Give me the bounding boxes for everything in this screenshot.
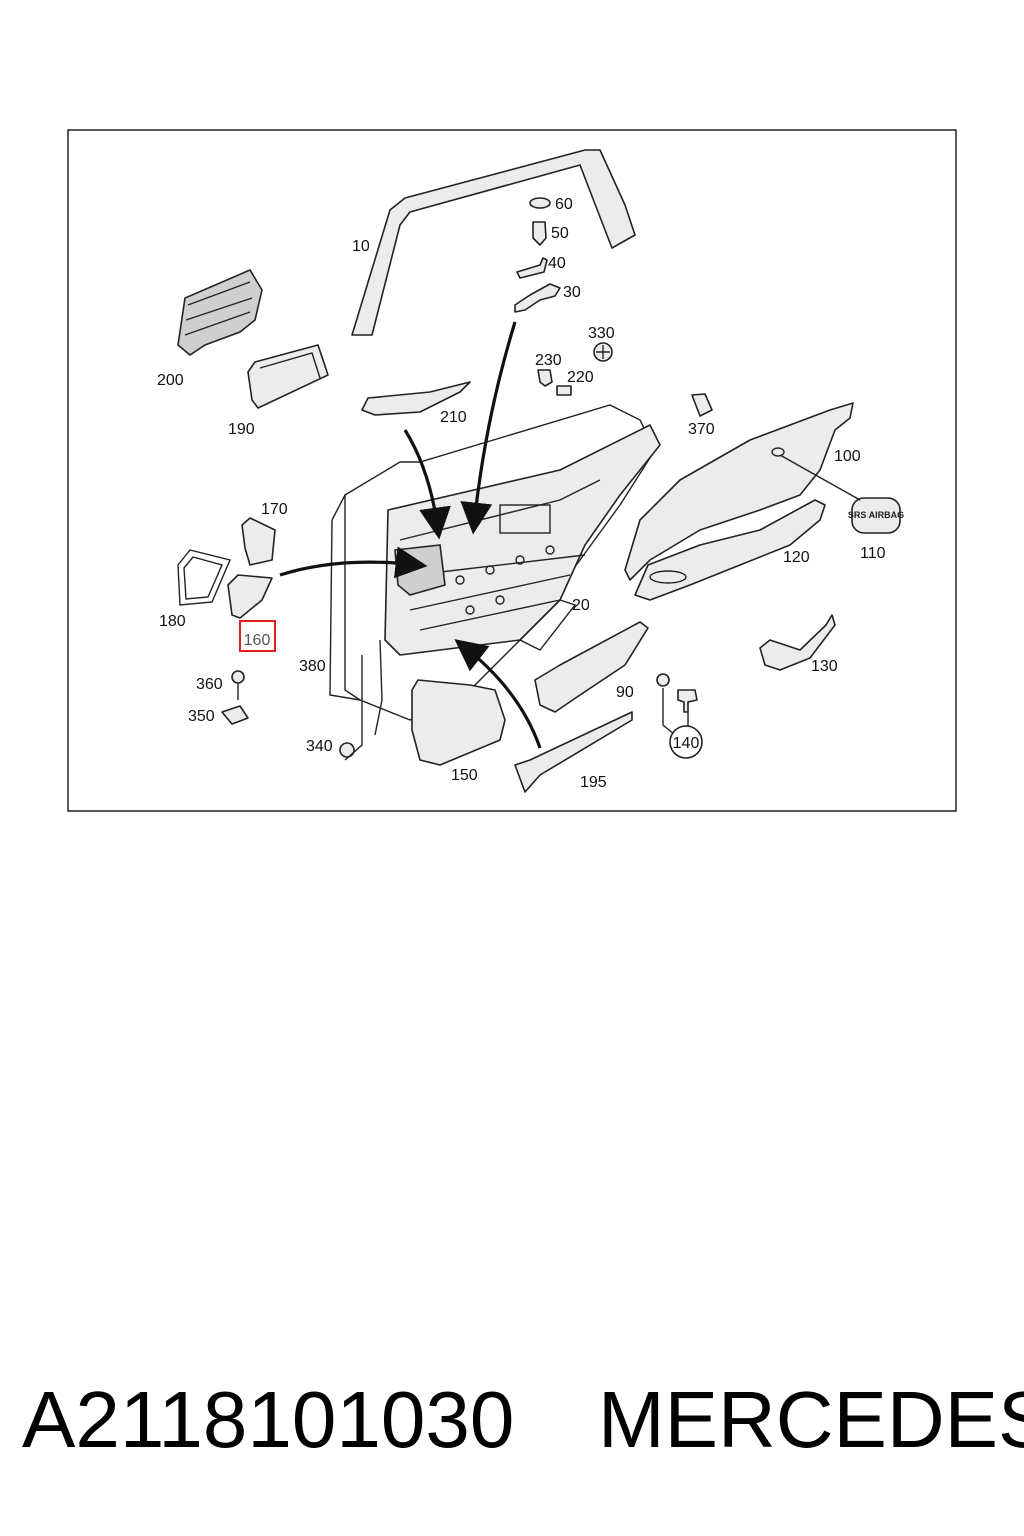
label-90: 90: [616, 684, 634, 701]
part-190-pocket-insert: [247, 344, 329, 409]
label-330: 330: [588, 325, 615, 342]
label-30: 30: [563, 284, 581, 301]
label-210: 210: [440, 409, 467, 426]
label-150: 150: [451, 767, 478, 784]
part-90-door-pocket: [534, 621, 649, 713]
part-340-rivet: [339, 742, 355, 758]
part-50-pin: [532, 221, 547, 246]
part-number: A2118101030: [22, 1375, 515, 1464]
part-220-clip: [556, 385, 572, 396]
label-100: 100: [834, 448, 861, 465]
label-20: 20: [572, 597, 590, 614]
part-160-cover: [227, 574, 273, 619]
label-360: 360: [196, 676, 223, 693]
part-200-switch-module: [177, 268, 263, 356]
door-carrier-panel: [329, 404, 656, 721]
part-100-upper-trim: [624, 402, 854, 581]
footer: A2118101030 MERCEDES: [0, 1370, 1024, 1480]
highlight-box-160: [239, 620, 276, 652]
label-200: 200: [157, 372, 184, 389]
label-140: 140: [673, 735, 700, 752]
part-380-cable: [344, 639, 383, 761]
part-30-door-handle: [514, 283, 561, 313]
label-180: 180: [159, 613, 186, 630]
part-180-seal: [177, 549, 231, 606]
label-40: 40: [548, 255, 566, 272]
part-150-speaker-cover: [411, 679, 506, 766]
part-350-clip: [221, 705, 249, 725]
label-130: 130: [811, 658, 838, 675]
part-210-trim-strip: [361, 381, 471, 416]
part-170-clip-housing: [241, 517, 276, 566]
airbag-badge-text: SRS AIRBAG: [848, 510, 904, 520]
part-120-armrest: [634, 499, 826, 601]
door-panel-exploded-diagram: SRS AIRBAG: [67, 129, 957, 812]
part-230-screw: [537, 369, 553, 387]
brand-name: MERCEDES: [598, 1375, 1024, 1464]
part-110-airbag-badge: SRS AIRBAG: [848, 497, 904, 534]
label-190: 190: [228, 421, 255, 438]
leader-100: [779, 454, 861, 501]
label-195: 195: [580, 774, 607, 791]
arrow-handle-to-carrier: [460, 321, 517, 535]
part-10-window-frame: [351, 149, 636, 336]
label-120: 120: [783, 549, 810, 566]
part-370-clip: [691, 393, 713, 417]
label-370: 370: [688, 421, 715, 438]
part-140-fasteners: [656, 673, 703, 759]
part-360-screw: [231, 670, 245, 700]
label-60: 60: [555, 196, 573, 213]
label-380: 380: [299, 658, 326, 675]
part-40-rod: [516, 257, 548, 279]
arrow-210-to-carrier: [403, 429, 451, 540]
label-170: 170: [261, 501, 288, 518]
arrow-160-to-carrier: [279, 546, 428, 579]
part-330-star-nut: [593, 342, 613, 362]
part-195-lower-trim: [514, 711, 633, 793]
label-10: 10: [352, 238, 370, 255]
part-60-clip: [529, 197, 551, 209]
label-230: 230: [535, 352, 562, 369]
part-labels: 10 20 30 40 50 60 90 100 110 120 130 140…: [157, 196, 886, 791]
label-160: 160: [244, 632, 271, 649]
label-350: 350: [188, 708, 215, 725]
label-220: 220: [567, 369, 594, 386]
label-110: 110: [860, 545, 886, 562]
label-340: 340: [306, 738, 333, 755]
label-50: 50: [551, 225, 569, 242]
arrow-195-to-carrier: [454, 639, 542, 749]
part-130-bracket: [759, 614, 836, 671]
